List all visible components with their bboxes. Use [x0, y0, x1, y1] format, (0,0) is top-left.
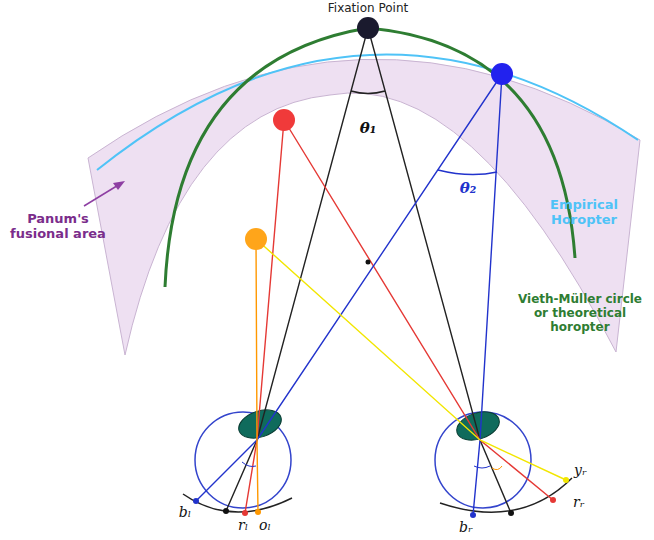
retina-label: yᵣ: [574, 462, 587, 478]
retina-dot: [193, 498, 199, 504]
right-eye-angle-2: [492, 466, 502, 470]
center-dot: [366, 260, 371, 265]
blue-ray-left: [196, 74, 502, 501]
retina-dot: [223, 508, 229, 514]
yellow-ray-right: [256, 239, 566, 480]
orange-ray-left: [256, 239, 258, 512]
leader-arrow: [84, 184, 120, 206]
angle-label: θ₁: [360, 120, 377, 137]
left-eye-angle: [242, 462, 256, 467]
retina-label: oₗ: [259, 517, 271, 533]
retina-dot: [242, 510, 248, 516]
leader-arrowhead: [113, 181, 125, 190]
retina-label: rᵣ: [573, 494, 585, 510]
retina-label: bₗ: [179, 504, 191, 520]
theta1-arc: [351, 91, 385, 94]
retina-dot: [550, 497, 556, 503]
curve-label: Vieth-Müller circle or theoretical horop…: [510, 293, 650, 334]
retina-dot: [508, 510, 514, 516]
retina-dot: [255, 509, 261, 515]
vieth-muller-circle: [165, 28, 575, 287]
right-lens: [453, 407, 503, 445]
title-label: Fixation Point: [328, 2, 408, 16]
right-eye-angle: [474, 466, 490, 468]
red-point: [273, 109, 295, 131]
blue-point: [491, 63, 513, 85]
orange-point: [245, 228, 267, 250]
retina-dot: [470, 512, 476, 518]
red-ray-right: [284, 120, 553, 500]
retina-dot: [563, 477, 569, 483]
retina-label: rₗ: [238, 517, 248, 533]
theta2-arc: [438, 170, 497, 175]
fixation-ray-left: [226, 28, 368, 511]
right-retina: [440, 478, 572, 512]
angle-label: θ₂: [460, 180, 477, 197]
region-label: Panum's fusional area: [6, 212, 111, 242]
retina-label: bᵣ: [459, 519, 473, 535]
curve-label: Empirical Horopter: [534, 198, 634, 228]
red-ray-left: [245, 120, 284, 513]
fixation-point: [357, 17, 379, 39]
empirical-horopter: [97, 54, 638, 170]
